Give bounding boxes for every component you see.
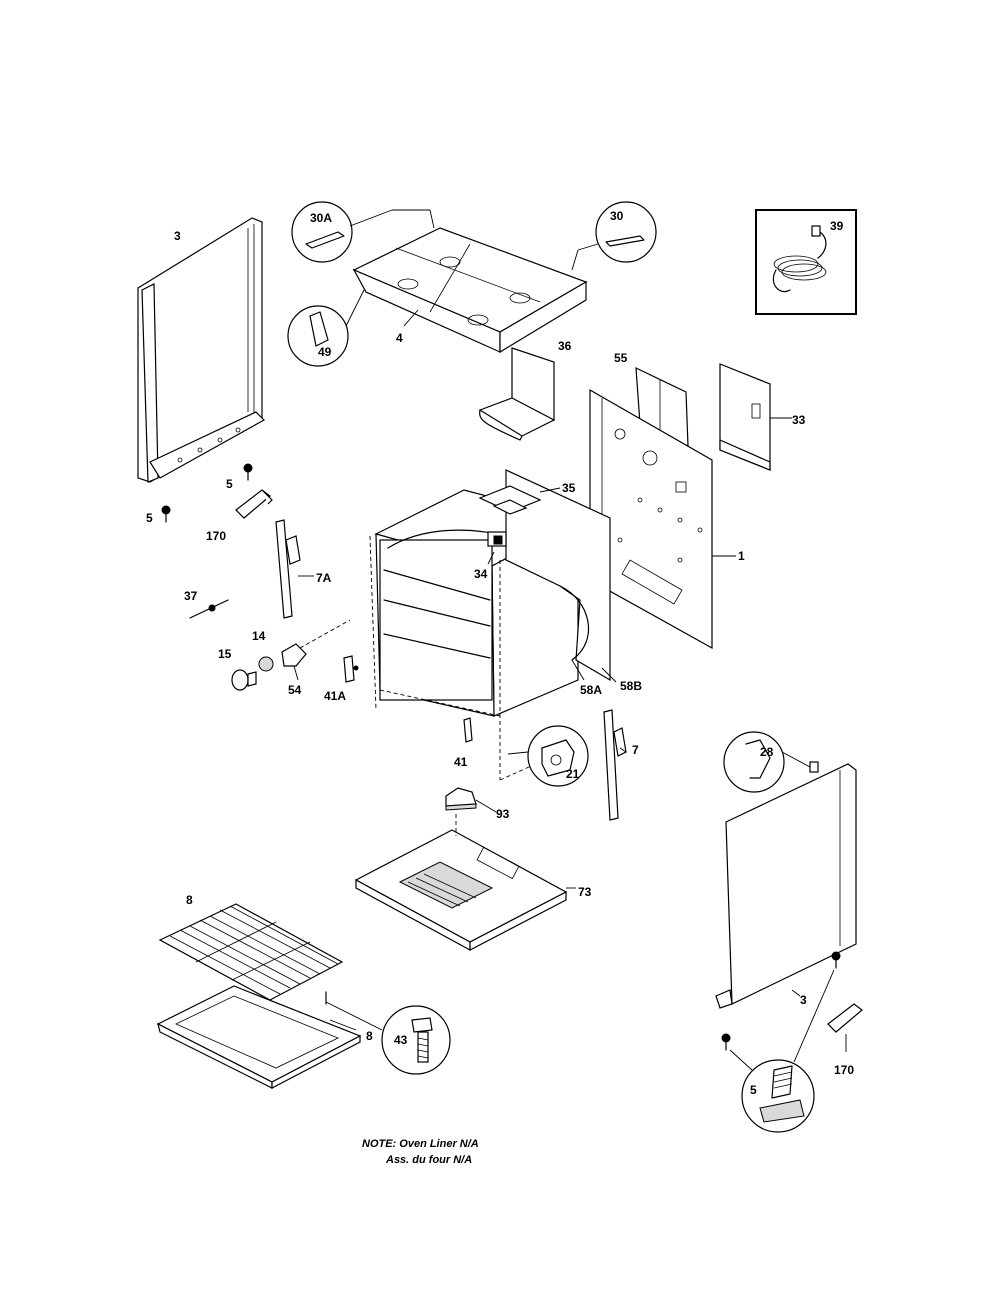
callout-43 [325,991,451,1075]
rack-stops [343,655,473,743]
leveler-screws-right [721,951,863,1052]
label-39: 39 [830,219,844,233]
label-33: 33 [792,413,806,427]
leveler-screws-left [161,463,253,523]
callout-21 [507,725,589,787]
back-cover [719,363,792,471]
label-28: 28 [760,745,774,759]
label-36: 36 [558,339,572,353]
label-41: 41 [454,755,468,769]
label-5-leveler: 5 [750,1083,757,1097]
callout-49 [287,289,365,367]
insulation-blanket [505,469,617,683]
callout-30 [571,201,657,271]
broil-pan [156,985,362,1089]
note-line-1: NOTE: Oven Liner N/A [362,1138,479,1150]
right-side-panel [715,763,857,1009]
label-49: 49 [318,345,332,359]
oven-rack [158,903,344,1001]
label-8-pan: 8 [366,1029,373,1043]
oven-bottom-panel [354,814,576,952]
oven-vent [478,347,556,441]
label-43: 43 [394,1033,408,1047]
label-1: 1 [738,549,745,563]
label-3-left: 3 [174,229,181,243]
label-30a: 30A [310,211,332,225]
label-30: 30 [610,209,624,223]
callout-30a [291,201,435,263]
callout-5-leveler [729,969,835,1133]
label-58b: 58B [620,679,642,693]
probe-wire [189,599,229,619]
rack-support-right [603,709,627,821]
vent-duct [478,485,561,565]
label-73: 73 [578,885,592,899]
left-side-panel [137,217,265,483]
burner-box [352,227,588,354]
callout-28 [723,731,819,793]
label-14: 14 [252,629,266,643]
power-cord-box [755,209,857,315]
label-37: 37 [184,589,198,603]
label-170-right: 170 [834,1063,854,1077]
label-41a: 41A [324,689,346,703]
label-58a: 58A [580,683,602,697]
label-3-right: 3 [800,993,807,1007]
label-8-rack: 8 [186,893,193,907]
label-21: 21 [566,767,580,781]
label-4: 4 [396,331,403,345]
label-7a: 7A [316,571,332,585]
label-54: 54 [288,683,302,697]
label-34: 34 [474,567,488,581]
anti-tip-bracket-left [235,489,273,519]
label-5-a: 5 [226,477,233,491]
rack-support-left [275,519,314,619]
label-7: 7 [632,743,639,757]
label-5-b: 5 [146,511,153,525]
label-170-left: 170 [206,529,226,543]
part-labels: 3 30A 30 39 4 49 36 55 33 5 5 170 35 34 … [146,209,854,1097]
label-15: 15 [218,647,232,661]
label-35: 35 [562,481,576,495]
note-line-2: Ass. du four N/A [386,1154,473,1166]
oven-light [231,619,351,691]
label-55: 55 [614,351,628,365]
label-93: 93 [496,807,510,821]
foot-pad [445,787,497,813]
